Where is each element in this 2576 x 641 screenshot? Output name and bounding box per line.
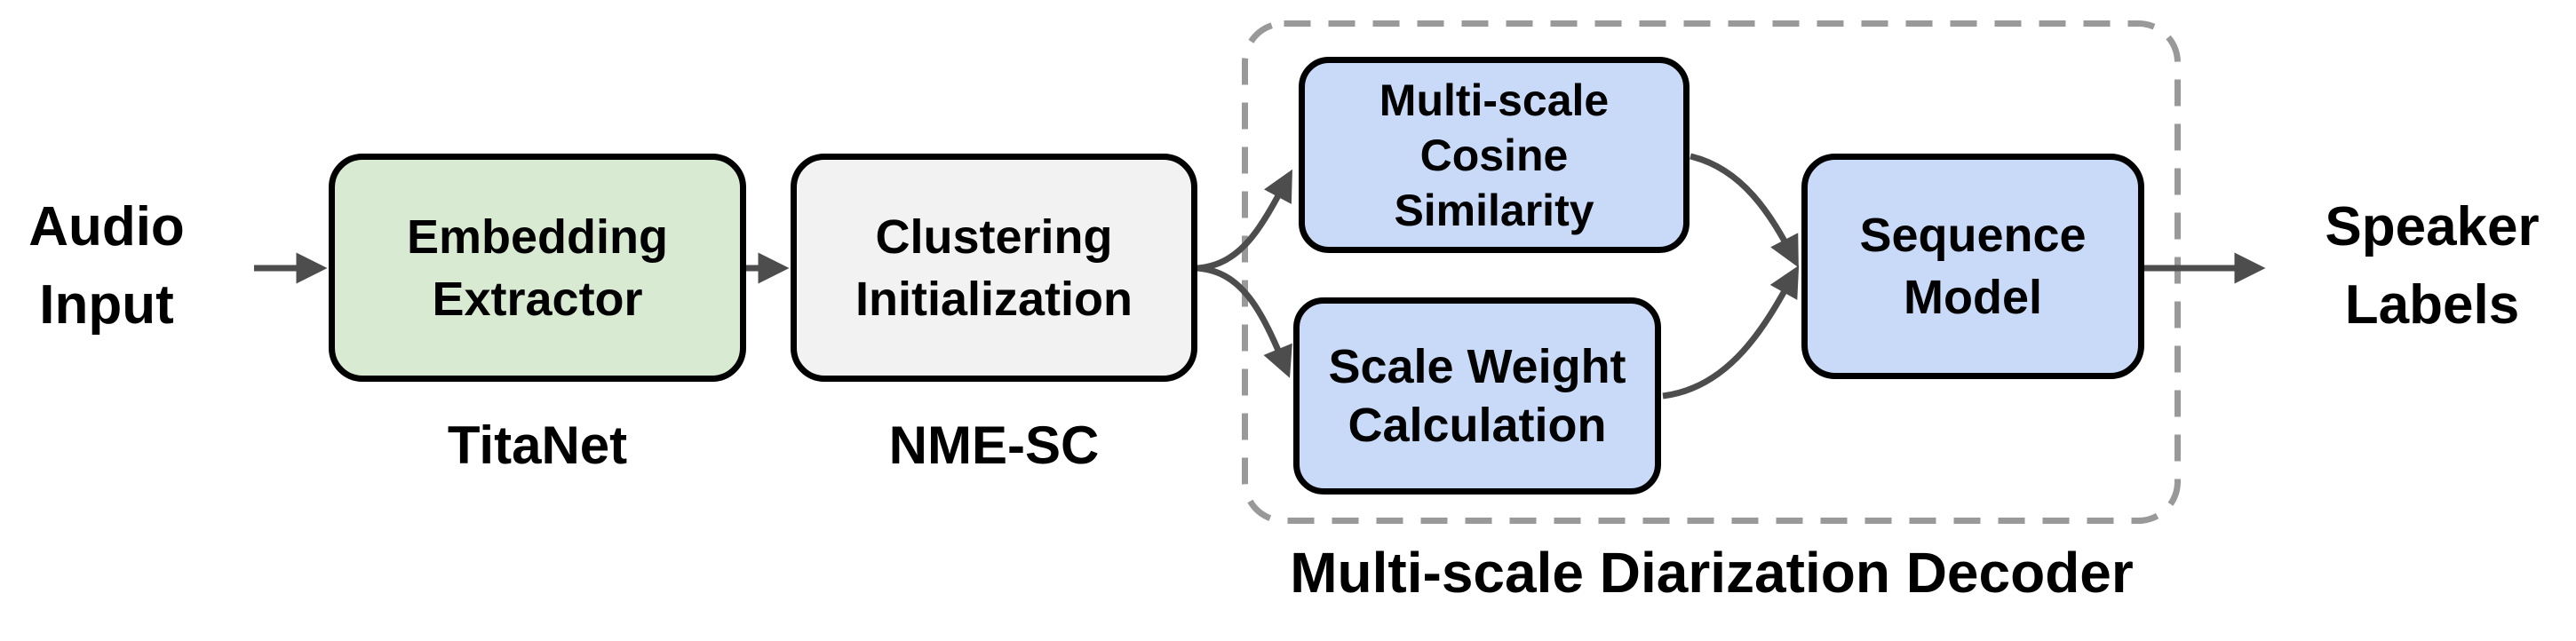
- cosine-similarity-line-1: Multi-scale: [1379, 75, 1610, 125]
- speaker-labels-label: Speaker Labels: [2292, 188, 2572, 344]
- titanet-sublabel: TitaNet: [447, 415, 628, 475]
- audio-input-label: Audio Input: [0, 188, 218, 344]
- clustering-initialization-line-1: Clustering: [875, 210, 1113, 264]
- scale-weight-line-2: Calculation: [1348, 399, 1607, 452]
- sequence-model-line-1: Sequence: [1859, 209, 2087, 262]
- speaker-labels-line-2: Labels: [2344, 274, 2520, 336]
- sequence-model-node: Sequence Model: [1801, 154, 2144, 379]
- arrow-clustering-to-cosine: [1197, 169, 1292, 272]
- audio-input-line-1: Audio: [28, 196, 185, 257]
- multi-scale-diarization-decoder-label: Multi-scale Diarization Decoder: [1290, 541, 2134, 605]
- multi-scale-cosine-similarity-node: Multi-scale Cosine Similarity: [1299, 57, 1690, 253]
- cosine-similarity-line-3: Similarity: [1394, 185, 1594, 235]
- embedding-extractor-line-1: Embedding: [407, 210, 668, 264]
- scale-weight-line-1: Scale Weight: [1328, 340, 1626, 393]
- cosine-similarity-line-2: Cosine: [1419, 130, 1569, 180]
- scale-weight-calculation-node: Scale Weight Calculation: [1293, 297, 1661, 495]
- embedding-extractor-line-2: Extractor: [432, 272, 643, 326]
- arrow-clustering-to-scaleweight: [1197, 265, 1292, 378]
- audio-input-line-2: Input: [39, 274, 174, 336]
- decoder-group-outline: [1242, 20, 2181, 524]
- arrow-cosine-to-sequence: [1690, 153, 1799, 268]
- clustering-initialization-node: Clustering Initialization: [791, 154, 1197, 382]
- clustering-initialization-line-2: Initialization: [855, 272, 1133, 326]
- sequence-model-line-2: Model: [1904, 271, 2042, 324]
- nme-sc-sublabel: NME-SC: [888, 415, 1100, 475]
- embedding-extractor-node: Embedding Extractor: [329, 154, 746, 382]
- arrow-scaleweight-to-sequence: [1662, 265, 1800, 400]
- speaker-labels-line-1: Speaker: [2325, 196, 2540, 257]
